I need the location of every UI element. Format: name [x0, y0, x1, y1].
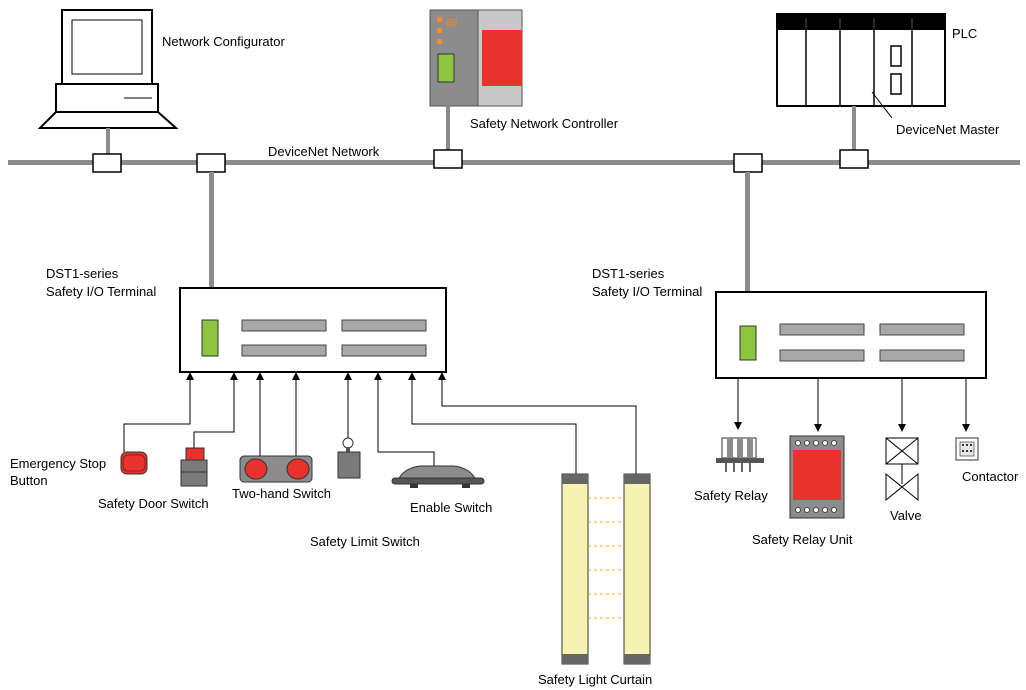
safety-door-switch	[180, 447, 208, 487]
plc-label: PLC	[952, 26, 977, 41]
safety-relay-label: Safety Relay	[694, 488, 768, 503]
controller-display: 88	[446, 18, 458, 29]
drop-left-terminal	[209, 172, 214, 288]
wire-curtain-2	[438, 372, 637, 474]
devicenet-bus	[8, 160, 1020, 165]
left-safety-io-terminal	[179, 287, 447, 373]
safety-relay-unit-label: Safety Relay Unit	[752, 532, 853, 547]
valve-label: Valve	[890, 508, 922, 523]
wire-emergency-stop	[123, 372, 194, 452]
right-safety-io-terminal	[715, 291, 987, 379]
devicenet-network-label: DeviceNet Network	[268, 144, 380, 159]
connector-plc	[839, 149, 869, 169]
left-terminal-label-line1: DST1-series	[46, 266, 119, 281]
connector-configurator	[92, 153, 122, 173]
drop-right-terminal	[745, 172, 750, 292]
two-hand-switch	[239, 455, 313, 483]
plc-rack	[776, 13, 946, 152]
safety-door-switch-label: Safety Door Switch	[98, 496, 209, 511]
input-wires	[123, 372, 637, 474]
contactor-label: Contactor	[962, 469, 1019, 484]
connector-left-terminal	[196, 153, 226, 173]
safety-network-controller	[429, 9, 523, 152]
safety-light-curtain	[561, 473, 651, 665]
safety-limit-switch	[337, 437, 361, 479]
network-configurator-label: Network Configurator	[162, 34, 285, 49]
connector-right-terminal	[733, 153, 763, 173]
safety-relay-unit	[789, 435, 845, 519]
emergency-stop-label-line2: Button	[10, 473, 48, 488]
enable-switch-label: Enable Switch	[410, 500, 492, 515]
safety-limit-switch-label: Safety Limit Switch	[310, 534, 420, 549]
right-terminal-label-line2: Safety I/O Terminal	[592, 284, 702, 299]
valve-icon	[885, 437, 919, 502]
safety-light-curtain-label: Safety Light Curtain	[538, 672, 652, 687]
two-hand-switch-label: Two-hand Switch	[232, 486, 331, 501]
wire-enable-switch	[374, 372, 435, 468]
connector-controller	[433, 149, 463, 169]
network-configurator-computer	[37, 9, 179, 154]
emergency-stop-label-line1: Emergency Stop	[10, 456, 106, 471]
safety-relay	[716, 437, 764, 472]
devicenet-master-label: DeviceNet Master	[896, 122, 1000, 137]
contactor-icon	[955, 437, 979, 461]
left-terminal-label-line2: Safety I/O Terminal	[46, 284, 156, 299]
safety-network-controller-label: Safety Network Controller	[470, 116, 619, 131]
right-terminal-label-line1: DST1-series	[592, 266, 665, 281]
output-wires	[734, 378, 970, 432]
emergency-stop-button	[120, 451, 148, 475]
wire-curtain-1	[408, 372, 577, 474]
wire-door-switch	[193, 372, 238, 448]
enable-switch	[391, 465, 485, 488]
